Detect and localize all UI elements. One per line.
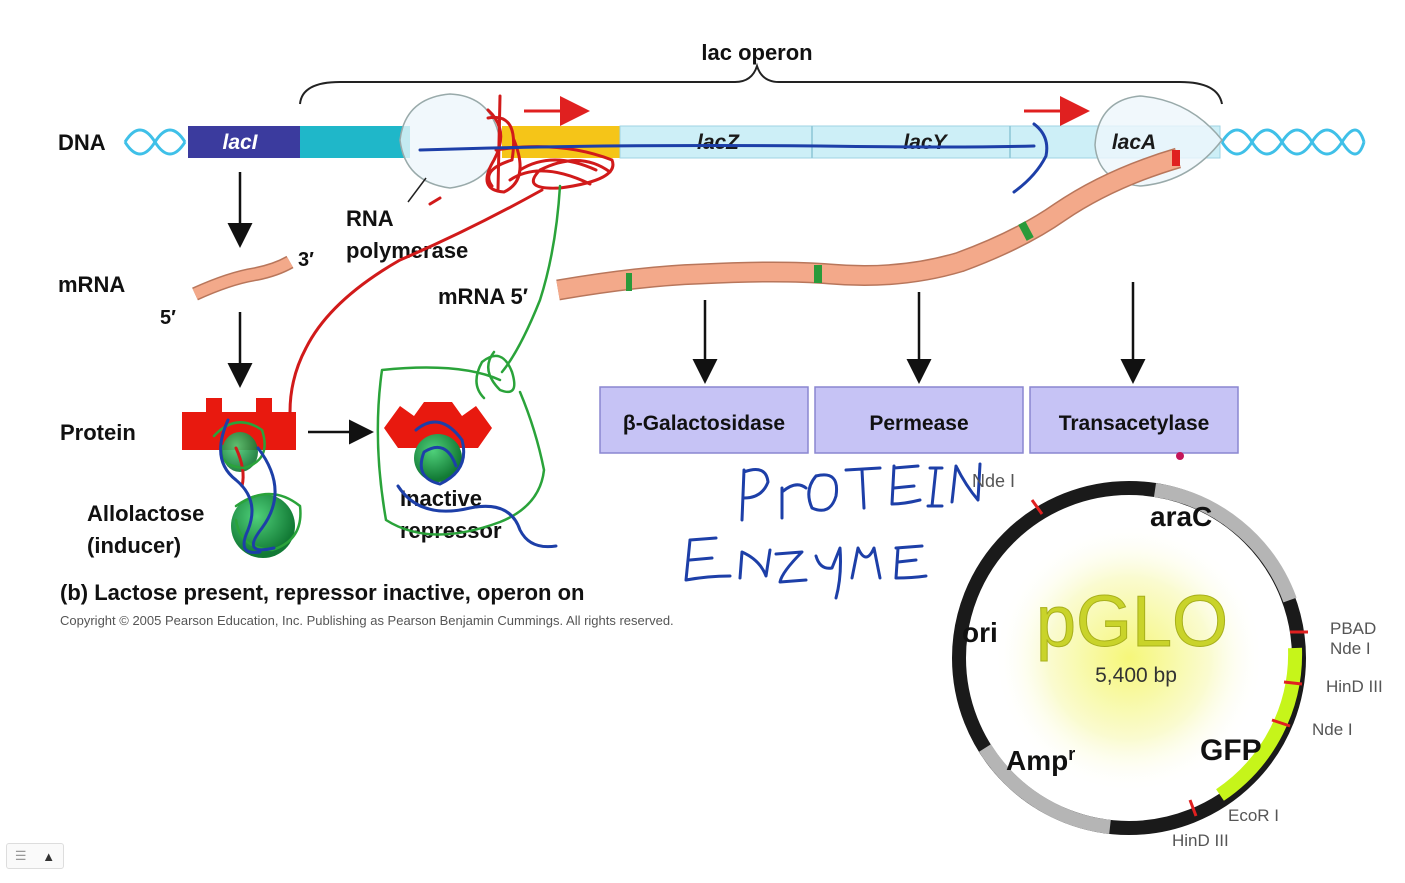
lacy-label: lacY <box>903 131 948 154</box>
handwriting-enzyme <box>684 536 928 600</box>
enzyme-transacetylase: Transacetylase <box>1059 412 1210 435</box>
mrna-cap <box>1172 150 1180 166</box>
pglo-name: pGLO <box>1036 582 1228 662</box>
inactive-label-line1: Inactive <box>400 486 482 511</box>
rnap-label-line2: polymerase <box>346 238 468 263</box>
copyright-line: Copyright © 2005 Pearson Education, Inc.… <box>60 613 674 628</box>
mrna-left-label: mRNA <box>58 272 125 297</box>
corner-controls: ☰ ▲ <box>6 843 64 869</box>
start-codon-1 <box>626 273 632 291</box>
repressor-protein <box>182 398 296 450</box>
up-arrow-icon[interactable]: ▲ <box>42 848 56 864</box>
list-icon[interactable]: ☰ <box>14 848 27 863</box>
rnap-pointer <box>407 177 427 203</box>
pglo-size: 5,400 bp <box>1095 664 1177 687</box>
site-ecor: EcoR I <box>1228 806 1279 825</box>
laci-label: lacI <box>222 131 258 154</box>
inactive-repressor <box>384 402 492 448</box>
site-nde-right: Nde I <box>1330 639 1371 658</box>
protein-label: Protein <box>60 420 136 445</box>
operon-brace <box>299 62 1223 105</box>
pglo-ring <box>952 481 1306 835</box>
operon-title: lac operon <box>701 40 812 65</box>
laci-gene <box>188 126 300 158</box>
gene-arac: araC <box>1150 501 1212 532</box>
enzyme-box-permease <box>814 386 1024 454</box>
mrna-three-prime: 3′ <box>298 249 314 271</box>
enzyme-box-transacetylase <box>1029 386 1239 454</box>
allolactose-binding <box>222 432 258 472</box>
rna-polymerase-left <box>399 93 501 189</box>
site-nde-top: Nde I <box>972 471 1015 491</box>
operator-region <box>502 126 620 158</box>
inducer-label-line2: (inducer) <box>87 533 181 558</box>
gene-ori: ori <box>962 617 998 648</box>
laca-label: lacA <box>1112 131 1156 154</box>
site-nde-lower: Nde I <box>1312 720 1353 739</box>
pglo-glow <box>994 523 1264 793</box>
handwriting-protein <box>740 462 982 522</box>
mrna-main-label: mRNA 5′ <box>438 284 528 309</box>
handwritten-scribbles <box>212 94 1049 600</box>
inactive-repressor-inducer <box>414 434 462 482</box>
inactive-label-line2: repressor <box>400 518 502 543</box>
gene-amp: Ampr <box>1006 744 1075 776</box>
site-hind-bottom: HinD III <box>1172 831 1229 850</box>
restriction-ticks <box>1030 499 1308 817</box>
site-pbad: PBAD <box>1330 619 1376 638</box>
dna-label: DNA <box>58 130 106 155</box>
dna-helix-right <box>1220 128 1366 156</box>
start-codon-3 <box>1018 221 1034 241</box>
gene-gfp: GFP <box>1200 734 1262 767</box>
figure-caption: (b) Lactose present, repressor inactive,… <box>60 580 584 605</box>
start-codon-2 <box>814 265 822 283</box>
enzyme-galactosidase: β-Galactosidase <box>623 412 785 435</box>
site-hind-right: HinD III <box>1326 677 1383 696</box>
inducer-label-line1: Allolactose <box>87 501 204 526</box>
marker-dot <box>1176 452 1184 460</box>
rnap-label-line1: RNA <box>346 206 394 231</box>
enzyme-box-galactosidase <box>599 386 809 454</box>
lacz-label: lacZ <box>697 131 740 154</box>
mrna-five-prime: 5′ <box>160 307 176 329</box>
enzyme-permease: Permease <box>869 412 968 435</box>
promoter-region <box>300 126 410 158</box>
dna-helix-left <box>123 128 187 156</box>
